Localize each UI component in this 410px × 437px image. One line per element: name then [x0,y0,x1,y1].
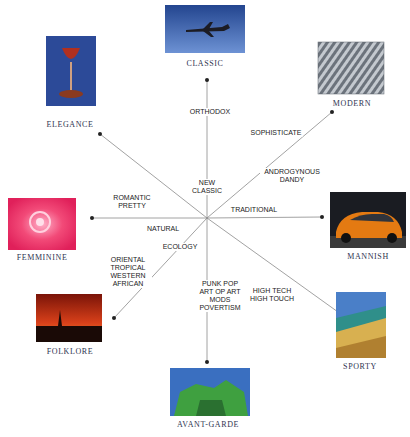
style-caption: FOLKLORE [46,348,95,357]
style-node: AVANT-GARDE [176,421,240,430]
spoke-label: ROMANTIC PRETTY [109,194,155,210]
style-node: MANNISH [346,253,390,262]
style-node: SPORTY [342,363,378,372]
spoke-dot [98,132,102,136]
spoke-label: ECOLOGY [162,243,199,251]
spoke-dot [205,78,209,82]
style-node: FOLKLORE [46,348,95,357]
style-caption: SPORTY [342,363,378,372]
spoke-label: NATURAL [146,225,180,233]
style-caption: FEMMININE [16,254,69,263]
classic-photo [165,5,245,53]
modern-photo [318,42,384,94]
femminine-photo [8,198,76,250]
style-caption: MODERN [332,100,372,109]
style-caption: AVANT-GARDE [176,421,240,430]
spoke-dot [320,215,324,219]
folklore-photo [36,294,102,342]
style-node: CLASSIC [185,60,224,69]
spoke-label: ORTHODOX [189,108,231,116]
style-caption: MANNISH [346,253,390,262]
spoke-dot [205,360,209,364]
spoke-label: HIGH TECH HIGH TOUCH [246,287,298,303]
style-caption: CLASSIC [185,60,224,69]
spoke-line [207,217,322,218]
avant-garde-photo [170,368,250,416]
spoke-label: TRADITIONAL [230,206,278,214]
spoke-label: ORIENTAL TROPICAL WESTERN AFRICAN [104,256,152,288]
style-node: FEMMININE [16,254,69,263]
spoke-line [207,80,208,218]
sporty-photo [336,292,386,358]
spoke-dot [112,316,116,320]
spoke-dot [330,110,334,114]
spoke-label: NEW CLASSIC [186,179,228,195]
spoke-label: ANDROGYNOUS DANDY [260,168,324,184]
spoke-label: SOPHISTICATE [250,129,303,137]
spoke-line [207,112,332,218]
elegance-photo [46,36,96,106]
style-node: MODERN [332,100,372,109]
style-caption: ELEGANCE [45,121,94,130]
mannish-photo [330,192,406,248]
spoke-label: PUNK POP ART OP ART MODS POVERTISM [197,280,243,312]
spoke-line [100,134,207,218]
style-node: ELEGANCE [45,121,94,130]
spokes [92,80,338,362]
spoke-line [92,218,207,219]
spoke-dots [90,78,340,364]
spoke-dot [90,216,94,220]
